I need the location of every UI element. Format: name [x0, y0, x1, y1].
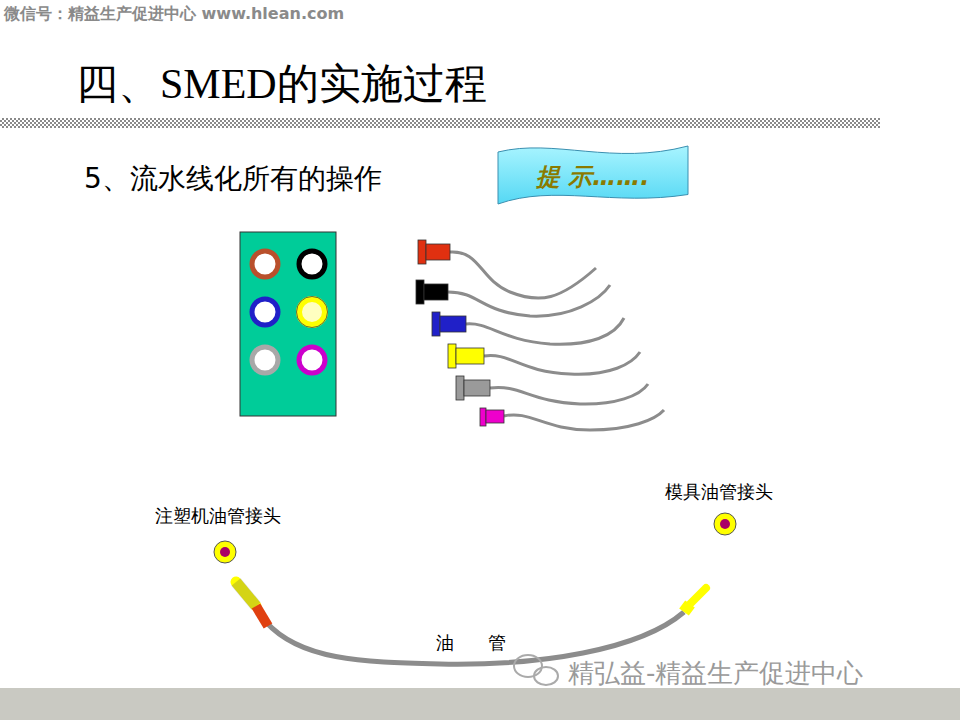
subtitle: 5、流水线化所有的操作: [84, 160, 382, 198]
footer-band: [0, 688, 960, 720]
hint-banner: 提 示…….: [497, 145, 689, 205]
banner-text-group: 提 示…….: [536, 161, 649, 193]
watermark: 精弘益-精益生产促进中心: [568, 656, 863, 691]
dotted-rule: [0, 118, 880, 128]
part-label: 模具油管接头: [665, 480, 773, 504]
part-label: 注塑机油管接头: [155, 504, 281, 528]
watermark: 微信号：精益生产促进中心 www.hlean.com: [4, 4, 344, 25]
banner-outline: [498, 146, 688, 204]
hint-text: 提 示…….: [536, 161, 649, 193]
wechat-icon: [514, 655, 558, 685]
hose-plugs: [416, 240, 504, 426]
hose-set: [448, 252, 664, 430]
oil-hose: [214, 513, 736, 664]
hose-label: 油 管: [436, 631, 506, 655]
connector-board: [240, 232, 336, 416]
slide-title: 四、SMED的实施过程: [76, 56, 487, 112]
